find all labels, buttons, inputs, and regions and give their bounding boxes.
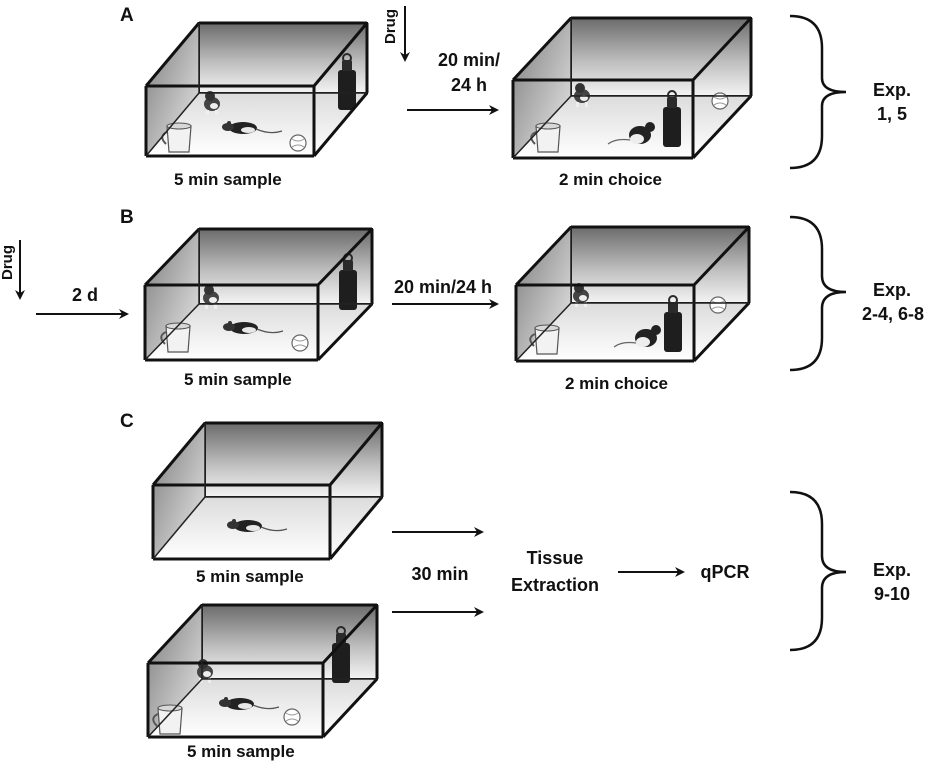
arena-box-b-choice [514, 225, 751, 363]
arena-box-c-empty [151, 421, 384, 561]
ball-object [711, 92, 729, 110]
arena-edge [312, 22, 369, 87]
ball-object [291, 334, 309, 352]
arena-edge [691, 16, 753, 82]
arena-back-wall [570, 226, 750, 304]
arena-edge [316, 227, 374, 287]
arena-edge [312, 92, 369, 157]
arena-floor [153, 497, 382, 559]
delay-label-c: 30 min [411, 564, 469, 584]
arena-left-wall [516, 227, 571, 361]
arena-edge [515, 302, 572, 362]
arena-floor [146, 93, 367, 156]
caption-a-choice: 2 min choice [559, 170, 662, 189]
arena-edge [143, 227, 201, 287]
arena-edge [328, 422, 384, 486]
arena-edge [691, 94, 753, 160]
caption-b-sample: 5 min sample [184, 370, 292, 389]
brace-c [789, 490, 847, 652]
pre-delay-label-b: 2 d [71, 285, 98, 305]
brace-a [789, 14, 847, 170]
caption-a-sample: 5 min sample [174, 170, 282, 189]
arena-edge [321, 677, 379, 739]
arena-edge [316, 302, 374, 362]
arena-edge [692, 225, 751, 287]
exp-label-c-line1: Exp. [872, 560, 911, 580]
arena-edge [151, 422, 207, 486]
arena-edge [146, 603, 204, 665]
arena-edge [152, 496, 206, 560]
exp-label-c-line2: 9-10 [873, 584, 911, 604]
brace-b [789, 215, 847, 372]
caption-b-choice: 2 min choice [565, 374, 668, 393]
arena-edge [144, 303, 200, 361]
drug-label-a: Drug [382, 9, 399, 44]
delay-label-a-line2: 24 h [450, 75, 488, 95]
arena-edge [145, 92, 200, 157]
rat-animal [613, 325, 661, 348]
qpcr-label: qPCR [700, 562, 750, 582]
bottle-object [664, 295, 682, 352]
arena-left-wall [513, 18, 571, 158]
arena-back-wall [570, 17, 752, 97]
arena-edge [321, 603, 379, 665]
tissue-extraction-line1: Tissue [526, 548, 584, 568]
delay-label-a-line1: 20 min/ [437, 50, 501, 70]
ball-object [283, 708, 301, 726]
arena-box-b-sample [143, 227, 374, 362]
ball-object [709, 296, 727, 314]
panel-label-b: B [120, 207, 134, 228]
arena-box-c-objects [146, 603, 379, 739]
dog-figurine-object [203, 285, 219, 309]
arena-box-a-choice [511, 16, 753, 160]
dog-figurine-object [204, 91, 220, 115]
caption-c-sample-top: 5 min sample [196, 567, 304, 586]
arena-edge [512, 95, 572, 159]
rat-animal [607, 122, 655, 145]
arena-edge [511, 16, 573, 82]
exp-label-b-line1: Exp. [872, 280, 911, 300]
arena-edge [147, 678, 203, 738]
arena-box-a-sample [144, 21, 369, 158]
caption-c-sample-bottom: 5 min sample [187, 742, 295, 761]
rat-animal [222, 121, 283, 134]
mug-object [530, 122, 561, 153]
arena-left-wall [153, 423, 205, 559]
arena-edge [328, 496, 384, 560]
tissue-extraction-line2: Extraction [510, 575, 600, 595]
arena-left-wall [145, 229, 199, 360]
bottle-object [338, 53, 356, 110]
delay-label-b: 20 min/24 h [393, 277, 493, 297]
arena-back-wall [201, 604, 378, 680]
rat-animal [223, 321, 284, 334]
rat-animal [227, 519, 288, 532]
exp-label-a-line2: 1, 5 [876, 104, 908, 124]
exp-label-a-line1: Exp. [872, 80, 911, 100]
arena-edge [144, 22, 201, 87]
drug-label-b: Drug [0, 245, 16, 280]
arena-edge [514, 225, 573, 287]
arena-left-wall [148, 605, 202, 737]
arena-floor [516, 303, 749, 361]
panel-label-a: A [120, 5, 134, 26]
exp-label-b-line2: 2-4, 6-8 [861, 304, 925, 324]
arena-floor [145, 304, 372, 360]
bottle-object [663, 90, 681, 147]
ball-object [289, 134, 307, 152]
rat-animal [219, 697, 280, 710]
arena-edge [692, 301, 751, 363]
bottle-object [332, 626, 350, 683]
arena-left-wall [146, 23, 199, 156]
panel-label-c: C [120, 411, 134, 432]
